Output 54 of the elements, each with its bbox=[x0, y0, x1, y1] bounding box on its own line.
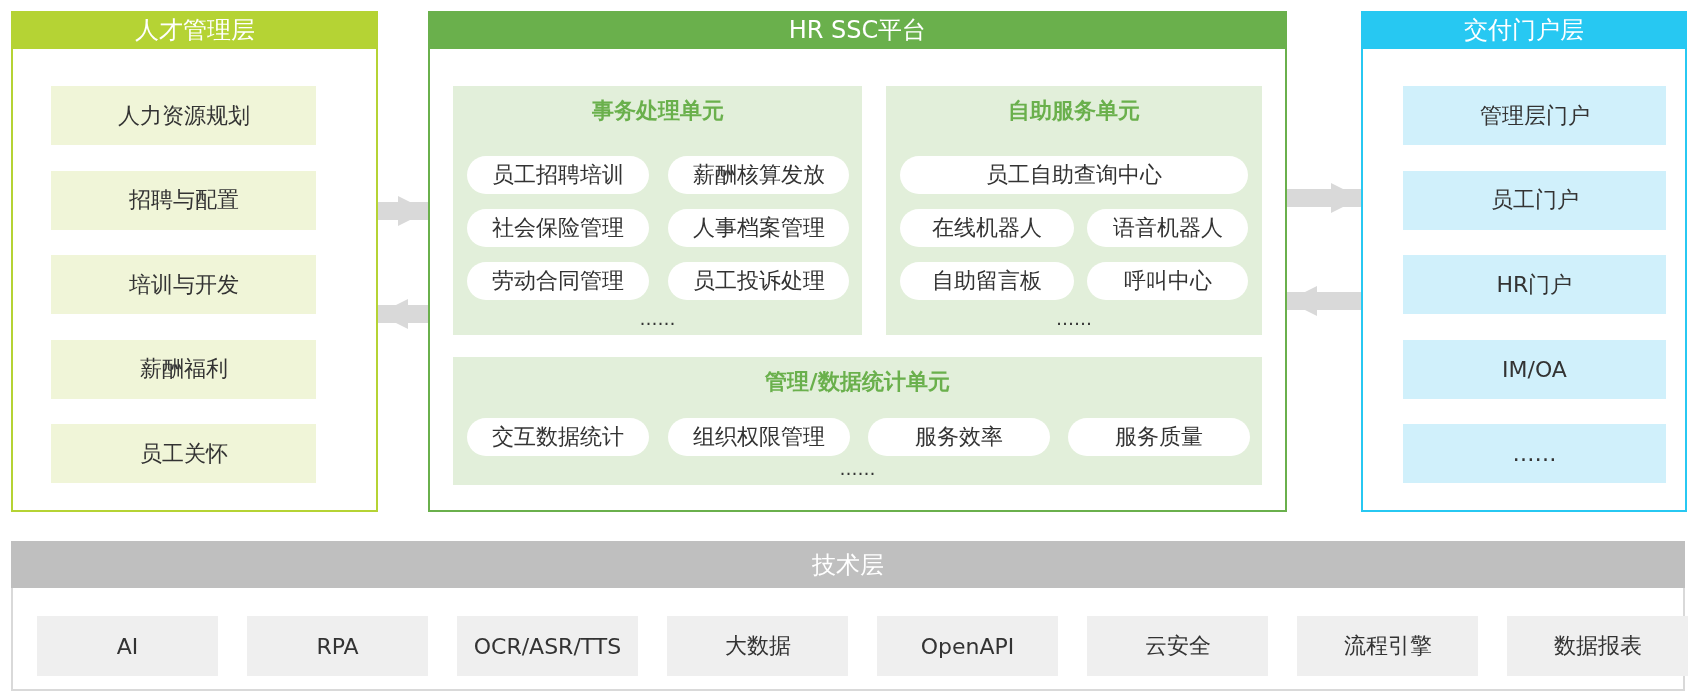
technology-box: OpenAPI bbox=[877, 616, 1058, 676]
ellipsis-text: …… bbox=[638, 308, 677, 329]
ellipsis-text: …… bbox=[1055, 308, 1093, 329]
technology-box: 流程引擎 bbox=[1297, 616, 1478, 676]
portal-box: HR门户 bbox=[1403, 255, 1666, 314]
function-pill: 交互数据统计 bbox=[467, 418, 649, 456]
function-pill: 组织权限管理 bbox=[668, 418, 850, 456]
block-arrow bbox=[1287, 183, 1361, 213]
portal-box: IM/OA bbox=[1403, 339, 1666, 399]
ellipsis-text: …… bbox=[838, 458, 877, 479]
platform-panel bbox=[428, 11, 1287, 512]
unit-panel bbox=[453, 357, 1262, 485]
block-arrow bbox=[378, 196, 428, 226]
unit-title: 事务处理单元 bbox=[590, 97, 725, 125]
technology-box: 云安全 bbox=[1087, 616, 1268, 676]
function-pill: 服务效率 bbox=[868, 418, 1050, 456]
technology-box: RPA bbox=[247, 616, 428, 676]
function-pill: 语音机器人 bbox=[1087, 209, 1248, 247]
layer-header: 人才管理层 bbox=[11, 11, 378, 49]
portal-box: 员工门户 bbox=[1403, 170, 1666, 230]
module-box: 培训与开发 bbox=[51, 255, 316, 314]
unit-panel bbox=[453, 86, 862, 335]
block-arrow bbox=[1287, 286, 1361, 316]
layer-panel bbox=[1361, 11, 1687, 512]
module-box: 员工关怀 bbox=[51, 424, 316, 483]
function-pill: 服务质量 bbox=[1068, 418, 1250, 456]
technology-box: 数据报表 bbox=[1507, 616, 1688, 676]
layer-panel bbox=[11, 11, 378, 512]
unit-panel bbox=[886, 86, 1262, 335]
module-box: 人力资源规划 bbox=[51, 86, 316, 145]
function-pill: 员工投诉处理 bbox=[668, 262, 849, 300]
module-box: 招聘与配置 bbox=[51, 170, 316, 230]
function-pill: 员工自助查询中心 bbox=[900, 156, 1248, 194]
layer-header: 技术层 bbox=[11, 541, 1685, 588]
function-pill: 在线机器人 bbox=[900, 209, 1074, 247]
portal-box: 管理层门户 bbox=[1403, 86, 1666, 145]
technology-box: 大数据 bbox=[667, 616, 848, 676]
function-pill: 员工招聘培训 bbox=[467, 156, 649, 194]
layer-header: HR SSC平台 bbox=[428, 11, 1287, 49]
layer-panel bbox=[11, 541, 1685, 691]
portal-box: …… bbox=[1403, 424, 1666, 483]
technology-box: OCR/ASR/TTS bbox=[457, 616, 638, 676]
block-arrow bbox=[378, 299, 428, 329]
unit-title: 管理/数据统计单元 bbox=[764, 368, 951, 396]
function-pill: 薪酬核算发放 bbox=[668, 156, 849, 194]
layer-header: 交付门户层 bbox=[1361, 11, 1687, 49]
function-pill: 劳动合同管理 bbox=[467, 262, 649, 300]
function-pill: 自助留言板 bbox=[900, 262, 1074, 300]
function-pill: 呼叫中心 bbox=[1087, 262, 1248, 300]
function-pill: 人事档案管理 bbox=[668, 209, 849, 247]
function-pill: 社会保险管理 bbox=[467, 209, 649, 247]
module-box: 薪酬福利 bbox=[51, 339, 316, 399]
unit-title: 自助服务单元 bbox=[1007, 97, 1141, 125]
technology-box: AI bbox=[37, 616, 218, 676]
